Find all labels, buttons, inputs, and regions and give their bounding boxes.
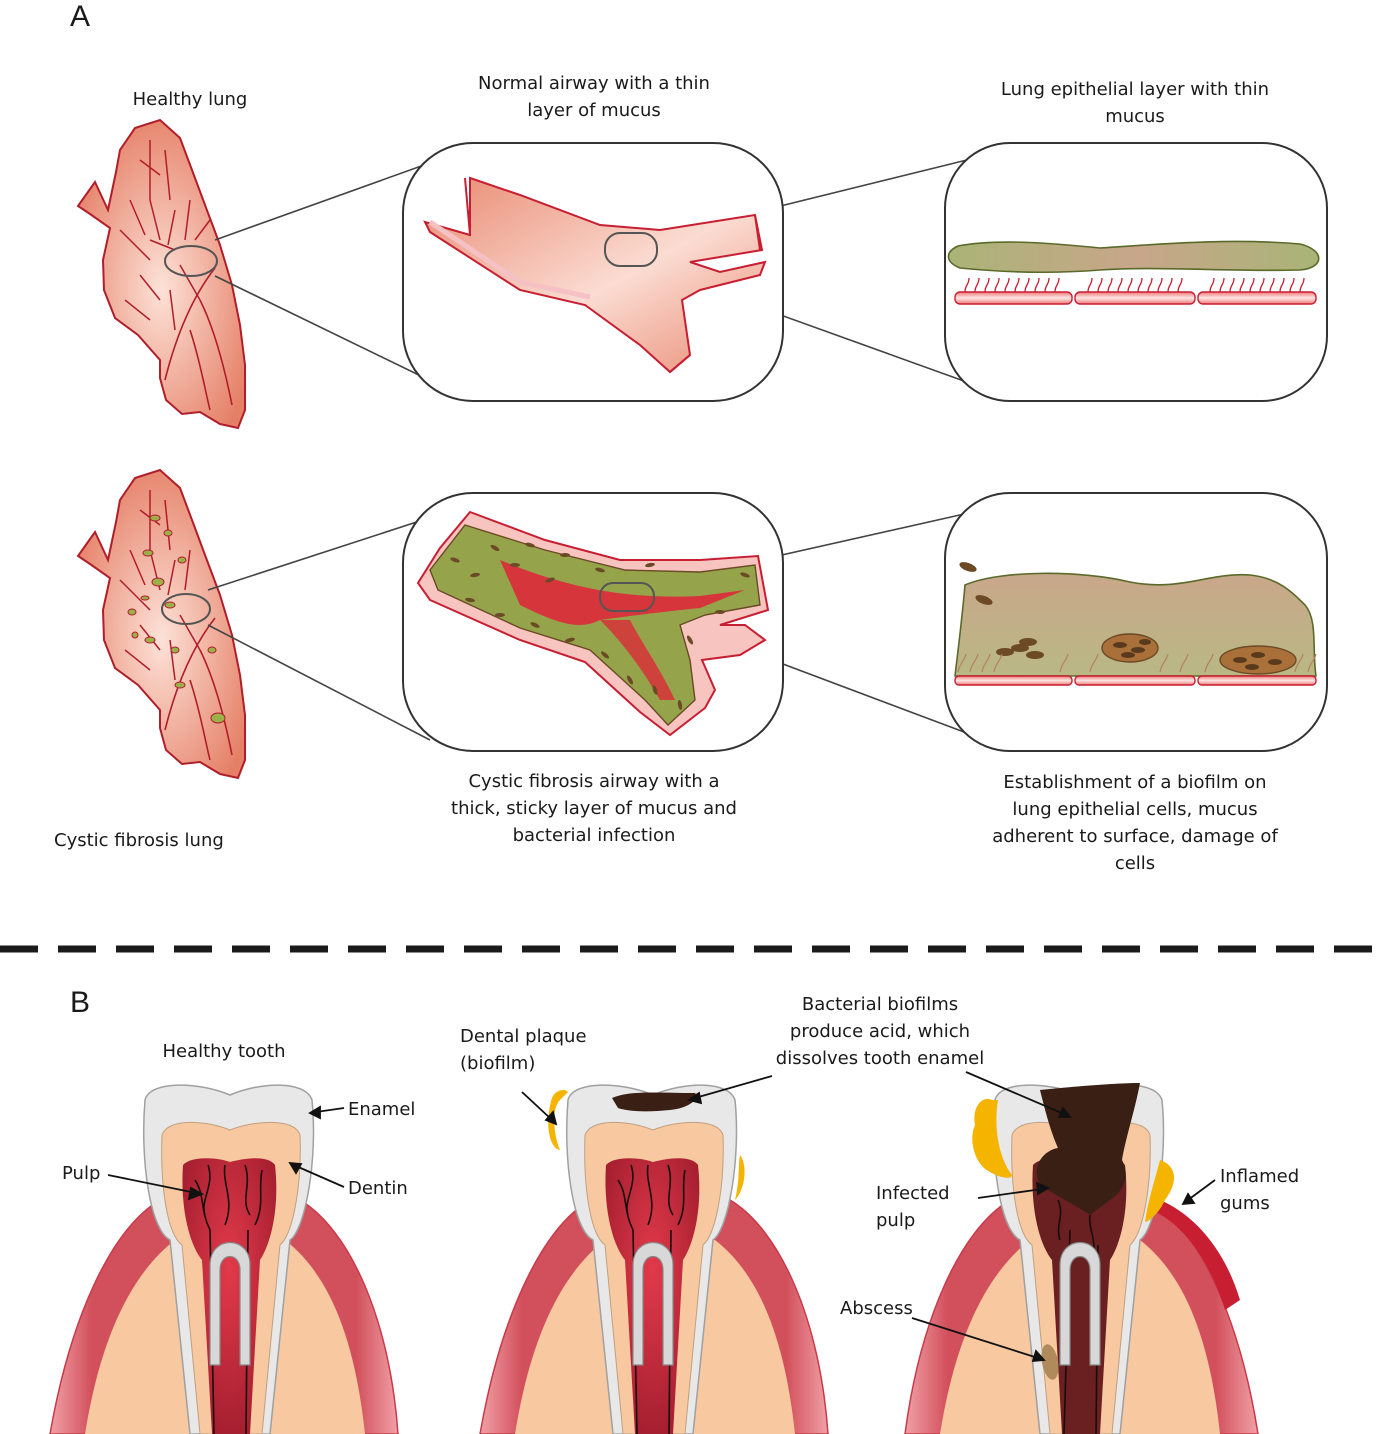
dental-plaque-label: Dental plaque (biofilm) bbox=[460, 1026, 587, 1074]
biofilm-establishment-label: Establishment of a biofilm on lung epith… bbox=[992, 772, 1278, 874]
pulp-label: Pulp bbox=[62, 1163, 101, 1184]
cf-bacteria bbox=[450, 542, 750, 710]
abscess-label: Abscess bbox=[840, 1298, 913, 1319]
plaque-deposit-large bbox=[972, 1099, 1012, 1178]
tooth2-arrows bbox=[521, 1075, 773, 1126]
infected-pulp-label: Infected pulp bbox=[876, 1183, 950, 1231]
plaque-deposit-left bbox=[548, 1090, 568, 1150]
enamel-label: Enamel bbox=[348, 1099, 416, 1120]
thin-mucus-box bbox=[944, 142, 1328, 402]
abscess bbox=[1041, 1344, 1059, 1380]
normal-airway-label: Normal airway with a thin layer of mucus bbox=[478, 73, 710, 121]
panel-b-letter: B bbox=[70, 986, 91, 1019]
decayed-tooth bbox=[904, 1083, 1259, 1434]
tooth1-arrows bbox=[107, 1105, 345, 1201]
healthy-tooth-label: Healthy tooth bbox=[162, 1041, 286, 1062]
cf-airway-box bbox=[402, 492, 784, 752]
cf-lung-label: Cystic fibrosis lung bbox=[54, 830, 224, 851]
plaque-deposit-right bbox=[735, 1155, 745, 1200]
biofilm-bacteria bbox=[959, 562, 1044, 659]
healthy-lung bbox=[76, 118, 246, 430]
biofilm-box bbox=[944, 492, 1328, 752]
panel-a-letter: A bbox=[70, 0, 91, 33]
dentin-label: Dentin bbox=[348, 1178, 408, 1199]
zoom-lines-cf bbox=[207, 509, 983, 741]
tooth3-arrows bbox=[911, 1071, 1216, 1363]
plaque-deposit-gumline bbox=[1145, 1160, 1175, 1222]
cilia-healthy bbox=[964, 277, 1305, 293]
healthy-tooth bbox=[49, 1084, 399, 1434]
cf-mucus-plugs bbox=[127, 514, 226, 724]
healthy-lung-label: Healthy lung bbox=[132, 89, 248, 110]
inflamed-gums-label: Inflamed gums bbox=[1220, 1166, 1300, 1214]
epithelial-thin-label: Lung epithelial layer with thin mucus bbox=[1000, 79, 1270, 127]
cf-lung bbox=[76, 468, 246, 780]
acid-label: Bacterial biofilms produce acid, which d… bbox=[775, 994, 985, 1069]
plaque-tooth bbox=[479, 1084, 829, 1434]
acid-lesion bbox=[612, 1092, 697, 1112]
cf-airway-label: Cystic fibrosis airway with a thick, sti… bbox=[451, 771, 737, 846]
normal-airway-box bbox=[402, 142, 784, 402]
